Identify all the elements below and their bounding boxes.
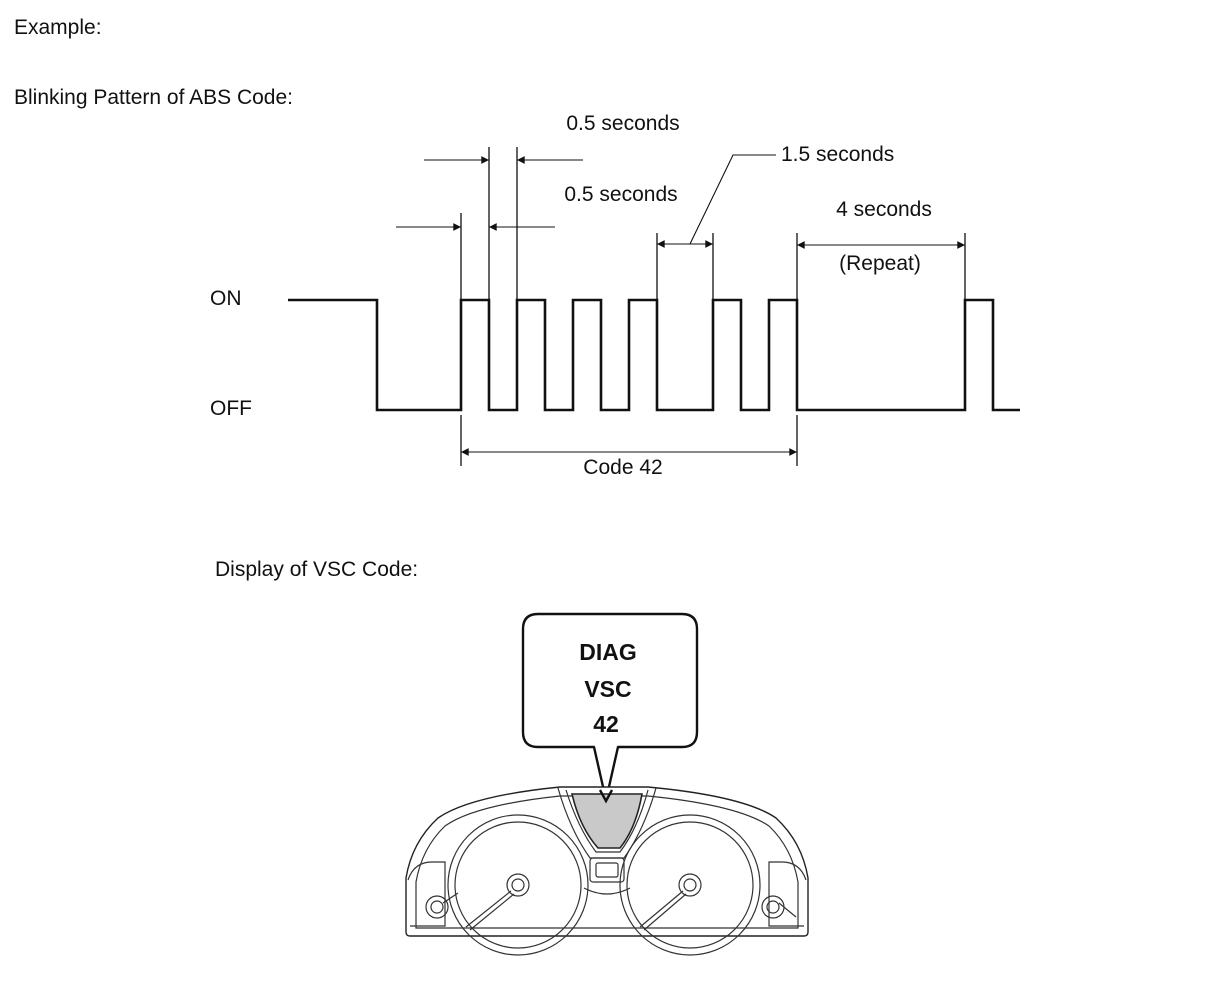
display-line-code: 42 [593,711,619,737]
code-label: Code 42 [583,456,662,479]
one-five-seconds-label: 1.5 seconds [781,143,894,166]
blink-waveform [288,298,1020,412]
display-line-diag: DIAG [579,639,637,665]
half-second-bottom-label: 0.5 seconds [564,183,677,206]
repeat-label: (Repeat) [839,252,921,275]
vsc-display-title: Display of VSC Code: [215,558,418,581]
instrument-cluster-illustration [405,786,809,956]
off-label: OFF [210,397,252,420]
four-seconds-label: 4 seconds [836,198,932,221]
example-label: Example: [14,16,102,39]
dimension-one-five-seconds [656,154,776,248]
callout-pointer-tip [598,789,614,804]
display-callout-bubble [521,612,699,802]
half-second-top-label: 0.5 seconds [566,112,679,135]
display-line-vsc: VSC [584,676,631,702]
abs-pattern-title: Blinking Pattern of ABS Code: [14,86,293,109]
on-label: ON [210,287,242,310]
